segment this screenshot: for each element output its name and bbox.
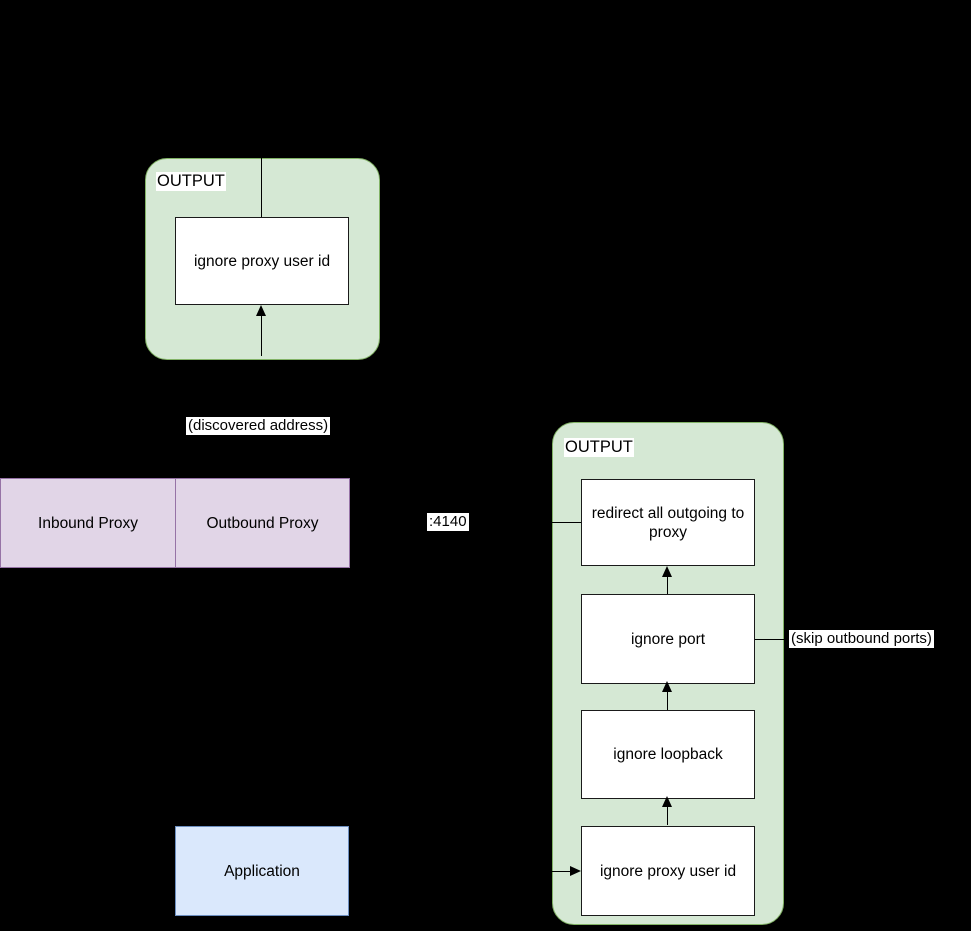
connector-into-right-userid-shaft — [552, 871, 574, 872]
rule-ignore-port[interactable]: ignore port — [581, 594, 755, 684]
chain-output-right-title: OUTPUT — [564, 438, 634, 457]
arrowhead-into-top-rule — [256, 305, 266, 316]
node-inbound-proxy[interactable]: Inbound Proxy — [0, 478, 176, 568]
edge-label-discovered-address: (discovered address) — [186, 417, 331, 435]
arrowhead-into-ignore-port — [662, 681, 672, 692]
arrowhead-into-ignore-loopback — [662, 796, 672, 807]
connector-top-chain-inlet — [261, 158, 262, 218]
connector-right-chain-inlet — [552, 522, 582, 523]
node-application[interactable]: Application — [175, 826, 349, 916]
edge-label-proxy-port: :4140 — [427, 513, 469, 531]
arrowhead-into-right-userid-rule — [570, 866, 581, 876]
connector-ignore-port-to-redirect-shaft — [667, 577, 668, 595]
arrowhead-into-redirect-rule — [662, 566, 672, 577]
chain-output-top-title: OUTPUT — [156, 172, 226, 191]
rule-ignore-loopback[interactable]: ignore loopback — [581, 710, 755, 799]
connector-loopback-to-port-shaft — [667, 692, 668, 710]
connector-ignore-port-skip-exit — [755, 639, 788, 640]
rule-top-ignore-proxy-user-id[interactable]: ignore proxy user id — [175, 217, 349, 305]
rule-right-ignore-proxy-user-id[interactable]: ignore proxy user id — [581, 826, 755, 916]
rule-redirect-all-outgoing-to-proxy[interactable]: redirect all outgoing to proxy — [581, 479, 755, 566]
edge-label-skip-outbound-ports: (skip outbound ports) — [789, 630, 934, 648]
connector-top-chain-arrow-shaft — [261, 316, 262, 356]
connector-userid-to-loopback-shaft — [667, 807, 668, 825]
node-outbound-proxy[interactable]: Outbound Proxy — [175, 478, 350, 568]
